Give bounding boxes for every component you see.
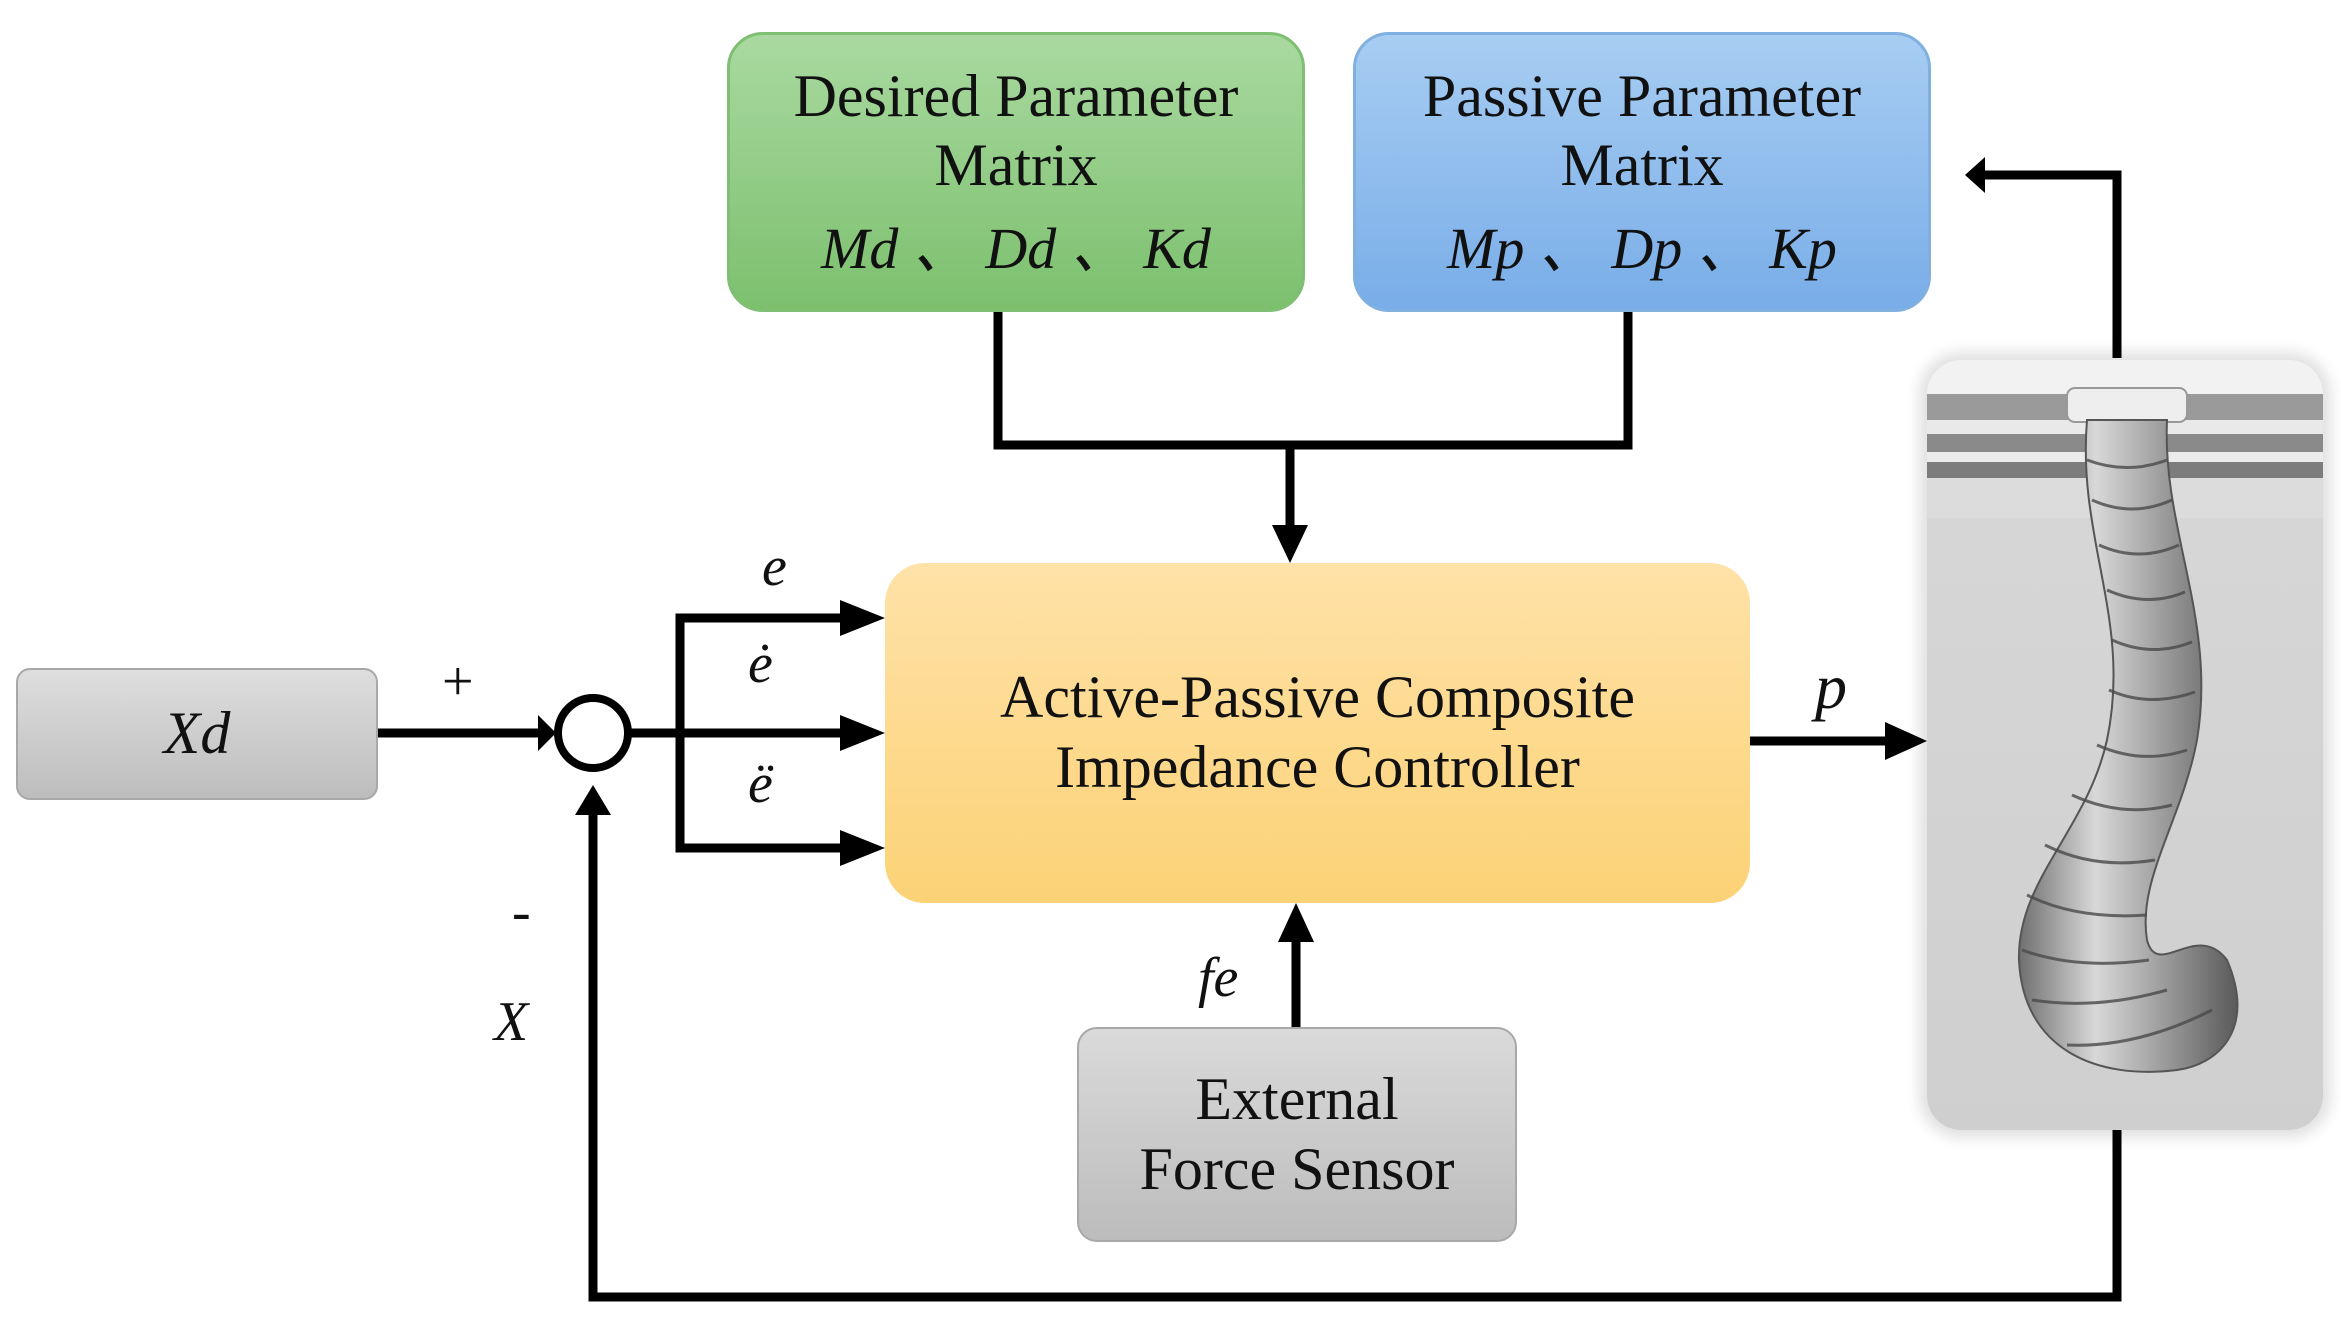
arrowhead-controller-bottom [1278, 903, 1314, 942]
sensor-title-line2: Force Sensor [1139, 1135, 1455, 1202]
desired-params: Md 、 Dd 、 Kd [821, 215, 1211, 281]
passive-title-line1: Passive Parameter [1422, 62, 1862, 129]
passive-to-controller-line [1290, 312, 1633, 450]
desired-position-label: Xd [163, 700, 231, 767]
passive-params: Mp 、 Dp 、 Kp [1447, 215, 1837, 281]
controller-title-line2: Impedance Controller [1055, 734, 1580, 800]
arrowhead-passive [1965, 157, 1985, 193]
desired-to-controller-line [993, 312, 1290, 450]
external-force-sensor-box: External Force Sensor [1077, 1027, 1517, 1242]
feedback-label: X [494, 991, 529, 1053]
robot-photo-illustration [1927, 360, 2323, 1130]
error-label: e [762, 536, 787, 598]
output-label: p [1815, 651, 1847, 722]
feedback-loop-line [588, 810, 2122, 1302]
error-ddot-label: ë [748, 753, 773, 815]
arrowhead-controller-e-dot [840, 715, 885, 751]
desired-parameter-matrix-box: Desired Parameter Matrix Md 、 Dd 、 Kd [727, 32, 1305, 312]
arrowhead-sum-bottom [575, 785, 611, 815]
passive-parameter-matrix-box: Passive Parameter Matrix Mp 、 Dp 、 Kp [1353, 32, 1931, 312]
minus-sign: - [512, 881, 531, 943]
sensor-title-line1: External [1195, 1065, 1399, 1132]
force-label: fe [1198, 947, 1239, 1009]
desired-position-box: Xd [16, 668, 378, 800]
error-dot-label: ė [748, 633, 773, 695]
desired-title-line1: Desired Parameter [793, 62, 1239, 129]
desired-title-line2: Matrix [934, 132, 1098, 199]
e-ddot-branch-line [675, 733, 845, 853]
arrowhead-controller-e [840, 600, 885, 636]
summing-junction [554, 694, 632, 772]
arrowhead-controller-e-ddot [840, 830, 885, 866]
arrowhead-sum-left [538, 715, 556, 751]
controller-title-line1: Active-Passive Composite [1000, 664, 1635, 731]
impedance-controller-box: Active-Passive Composite Impedance Contr… [885, 563, 1750, 903]
passive-title-line2: Matrix [1560, 132, 1724, 199]
continuum-robot-photo [1927, 360, 2323, 1130]
photo-to-passive-arrow [1980, 170, 2122, 358]
plus-sign: + [442, 651, 474, 713]
arrowhead-controller-top [1272, 525, 1308, 563]
arrowhead-photo [1885, 722, 1927, 760]
